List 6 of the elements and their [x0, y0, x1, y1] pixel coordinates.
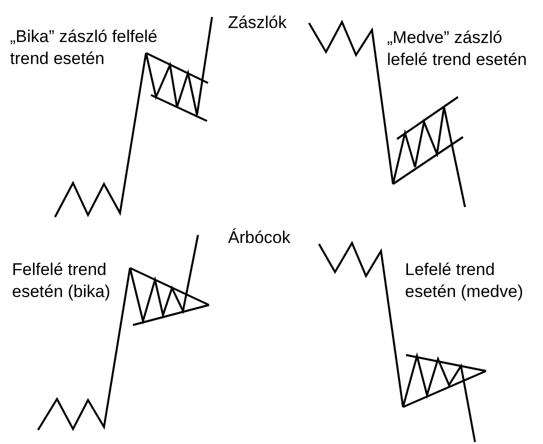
pattern-caption: Lefelé trend esetén (medve) — [405, 259, 524, 303]
pattern-caption: Felfelé trend esetén (bika) — [12, 259, 112, 303]
section-heading: Árbócok — [228, 227, 292, 249]
pattern-caption: „Bika” zászló felfelé trend esetén — [10, 26, 158, 70]
pattern-caption: „Medve” zászló lefelé trend esetén — [387, 27, 528, 71]
section-heading: Zászlók — [228, 12, 288, 34]
